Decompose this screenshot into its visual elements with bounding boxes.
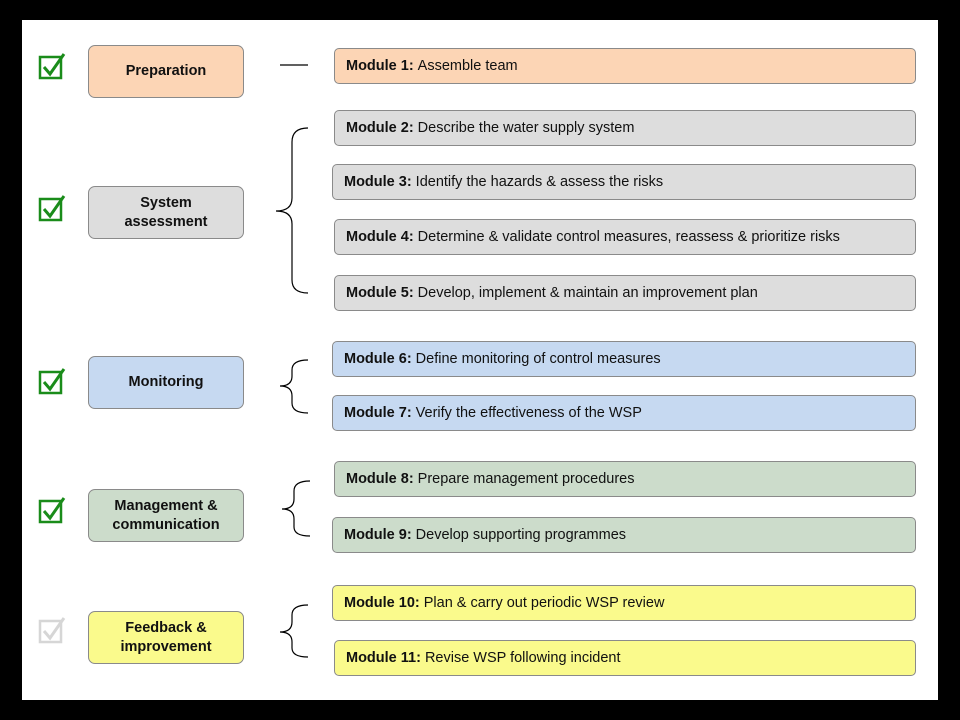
- module-text: Assemble team: [417, 58, 518, 74]
- module-number: Module 7:: [344, 405, 412, 421]
- module-text: Plan & carry out periodic WSP review: [423, 595, 665, 611]
- phase-feedback-improvement: Feedback & improvement: [88, 611, 244, 664]
- module-text: Prepare management procedures: [417, 471, 635, 487]
- module-box: Module 2: Describe the water supply syst…: [334, 110, 916, 146]
- module-box: Module 1: Assemble team: [334, 48, 916, 84]
- module-text: Develop, implement & maintain an improve…: [417, 285, 758, 301]
- module-box: Module 10: Plan & carry out periodic WSP…: [332, 585, 916, 621]
- module-box: Module 4: Determine & validate control m…: [334, 219, 916, 255]
- module-box: Module 7: Verify the effectiveness of th…: [332, 395, 916, 431]
- phase-preparation: Preparation: [88, 45, 244, 98]
- module-text: Define monitoring of control measures: [415, 351, 661, 367]
- module-number: Module 6:: [344, 351, 412, 367]
- checkbox-checked-icon: [38, 53, 66, 80]
- phase-system-assessment: System assessment: [88, 186, 244, 239]
- module-number: Module 10:: [344, 595, 420, 611]
- phase-monitoring: Monitoring: [88, 356, 244, 409]
- module-text: Revise WSP following incident: [424, 650, 621, 666]
- checkbox-checked-icon: [38, 195, 66, 222]
- module-box: Module 11: Revise WSP following incident: [334, 640, 916, 676]
- module-text: Identify the hazards & assess the risks: [415, 174, 664, 190]
- module-box: Module 5: Develop, implement & maintain …: [334, 275, 916, 311]
- module-text: Determine & validate control measures, r…: [417, 229, 840, 245]
- module-number: Module 1:: [346, 58, 414, 74]
- module-text: Develop supporting programmes: [415, 527, 627, 543]
- checkbox-checked-icon: [38, 497, 66, 524]
- module-number: Module 3:: [344, 174, 412, 190]
- module-number: Module 9:: [344, 527, 412, 543]
- checkbox-checked-icon: [38, 368, 66, 395]
- module-box: Module 8: Prepare management procedures: [334, 461, 916, 497]
- checkbox-pending-icon: [38, 617, 66, 644]
- module-text: Verify the effectiveness of the WSP: [415, 405, 642, 421]
- module-number: Module 8:: [346, 471, 414, 487]
- module-number: Module 5:: [346, 285, 414, 301]
- module-box: Module 9: Develop supporting programmes: [332, 517, 916, 553]
- module-number: Module 4:: [346, 229, 414, 245]
- phase-management-communication: Management & communication: [88, 489, 244, 542]
- module-box: Module 3: Identify the hazards & assess …: [332, 164, 916, 200]
- module-number: Module 11:: [346, 650, 421, 666]
- module-box: Module 6: Define monitoring of control m…: [332, 341, 916, 377]
- module-number: Module 2:: [346, 120, 414, 136]
- module-text: Describe the water supply system: [417, 120, 635, 136]
